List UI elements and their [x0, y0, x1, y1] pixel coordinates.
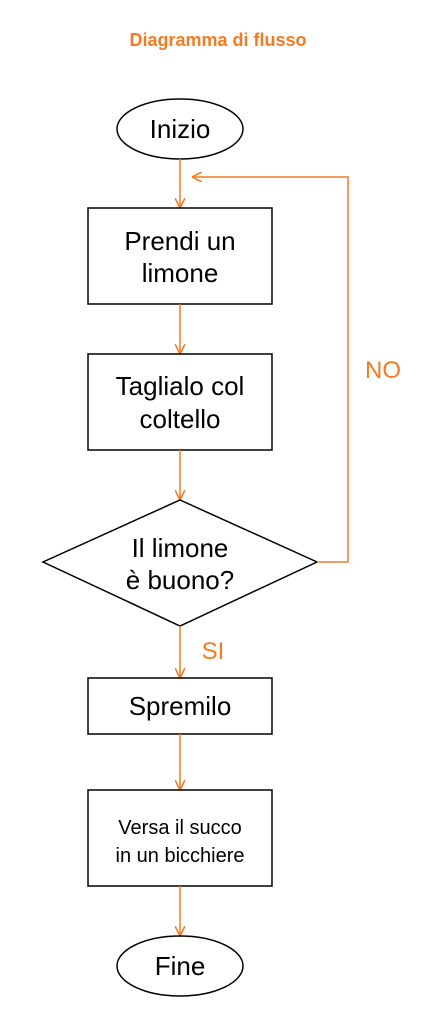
process-take-lemon: [87, 207, 273, 305]
process-pour: [87, 789, 273, 887]
end-label: Fine: [155, 951, 206, 981]
start-label: Inizio: [150, 114, 211, 144]
process-cut-lemon: [87, 353, 273, 451]
arrow-no-loop: [194, 177, 349, 563]
decision-diamond: [41, 499, 319, 627]
pour-line-2: in un bicchiere: [116, 845, 245, 867]
squeeze-label: Spremilo: [129, 691, 232, 721]
cut-lemon-line-2: coltello: [140, 404, 221, 434]
take-lemon-line-1: Prendi un: [124, 226, 235, 256]
cut-lemon-line-1: Taglialo col: [116, 371, 245, 401]
decision-line-1: Il limone: [132, 533, 229, 563]
end-terminator: [116, 935, 244, 997]
no-branch-label: NO: [365, 357, 401, 384]
pour-line-1: Versa il succo: [118, 817, 241, 839]
yes-branch-label: SI: [202, 638, 225, 665]
take-lemon-line-2: limone: [142, 258, 219, 288]
diagram-title: Diagramma di flusso: [129, 30, 307, 50]
decision-line-2: è buono?: [126, 565, 234, 595]
